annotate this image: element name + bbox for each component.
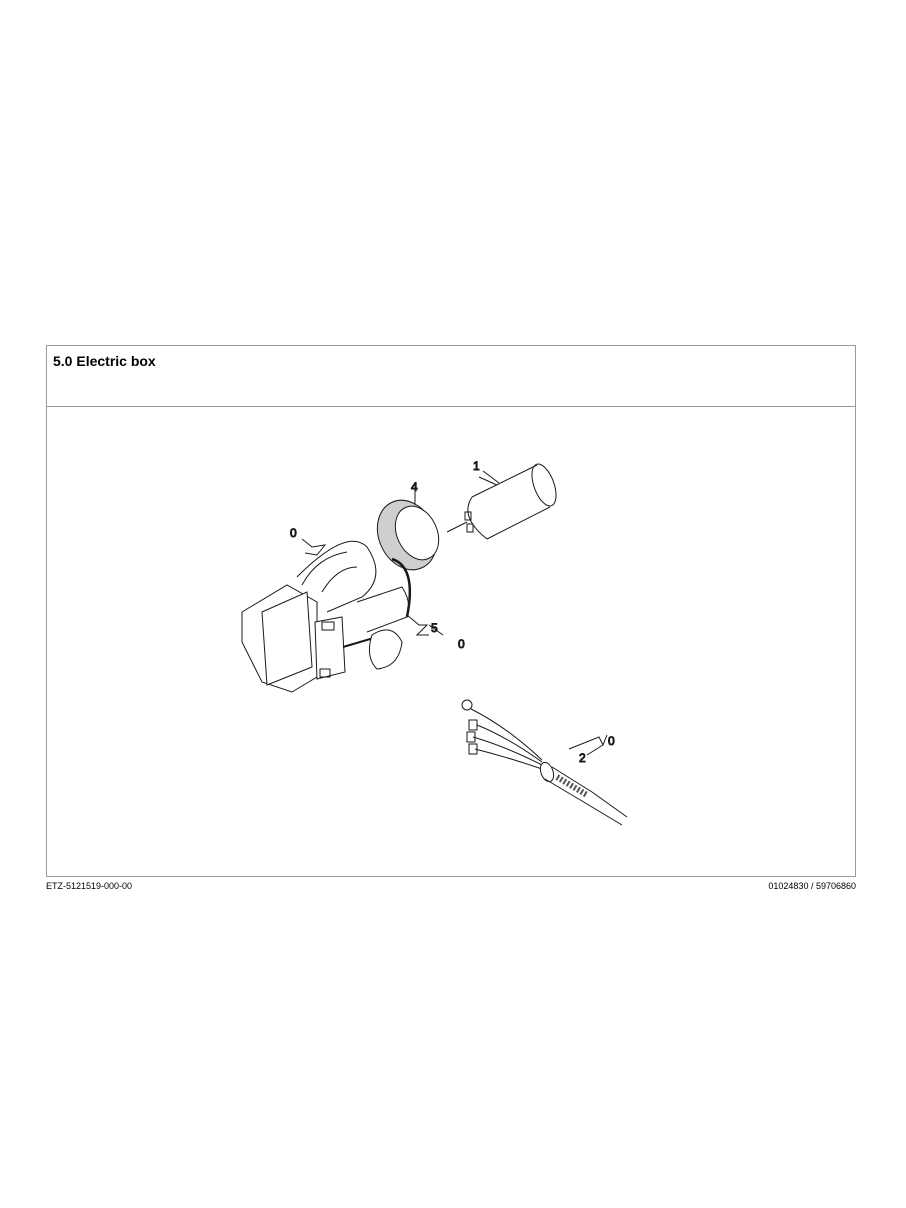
section-title: 5.0 Electric box [53, 353, 156, 369]
callout-1: 1 [473, 459, 480, 473]
document-id: ETZ-5121519-000-00 [46, 881, 133, 891]
callout-0-cable: 0 [608, 734, 615, 748]
ring-part [376, 491, 440, 571]
callout-0-motor: 0 [290, 526, 297, 540]
capacitor-part [446, 463, 557, 540]
callout-leaders [301, 470, 608, 756]
motor-assembly [241, 540, 412, 693]
cable-assembly [461, 699, 628, 826]
exploded-view-drawing: 1 4 0 5 0 2 0 [47, 407, 855, 876]
callout-4: 4 [411, 480, 418, 494]
part-numbers: 01024830 / 59706860 [768, 881, 856, 891]
section-header: 5.0 Electric box [47, 346, 855, 407]
callout-0-seal: 0 [458, 637, 465, 651]
callout-5: 5 [431, 621, 438, 635]
parts-diagram-frame: 5.0 Electric box [46, 345, 856, 877]
callout-2: 2 [579, 751, 586, 765]
